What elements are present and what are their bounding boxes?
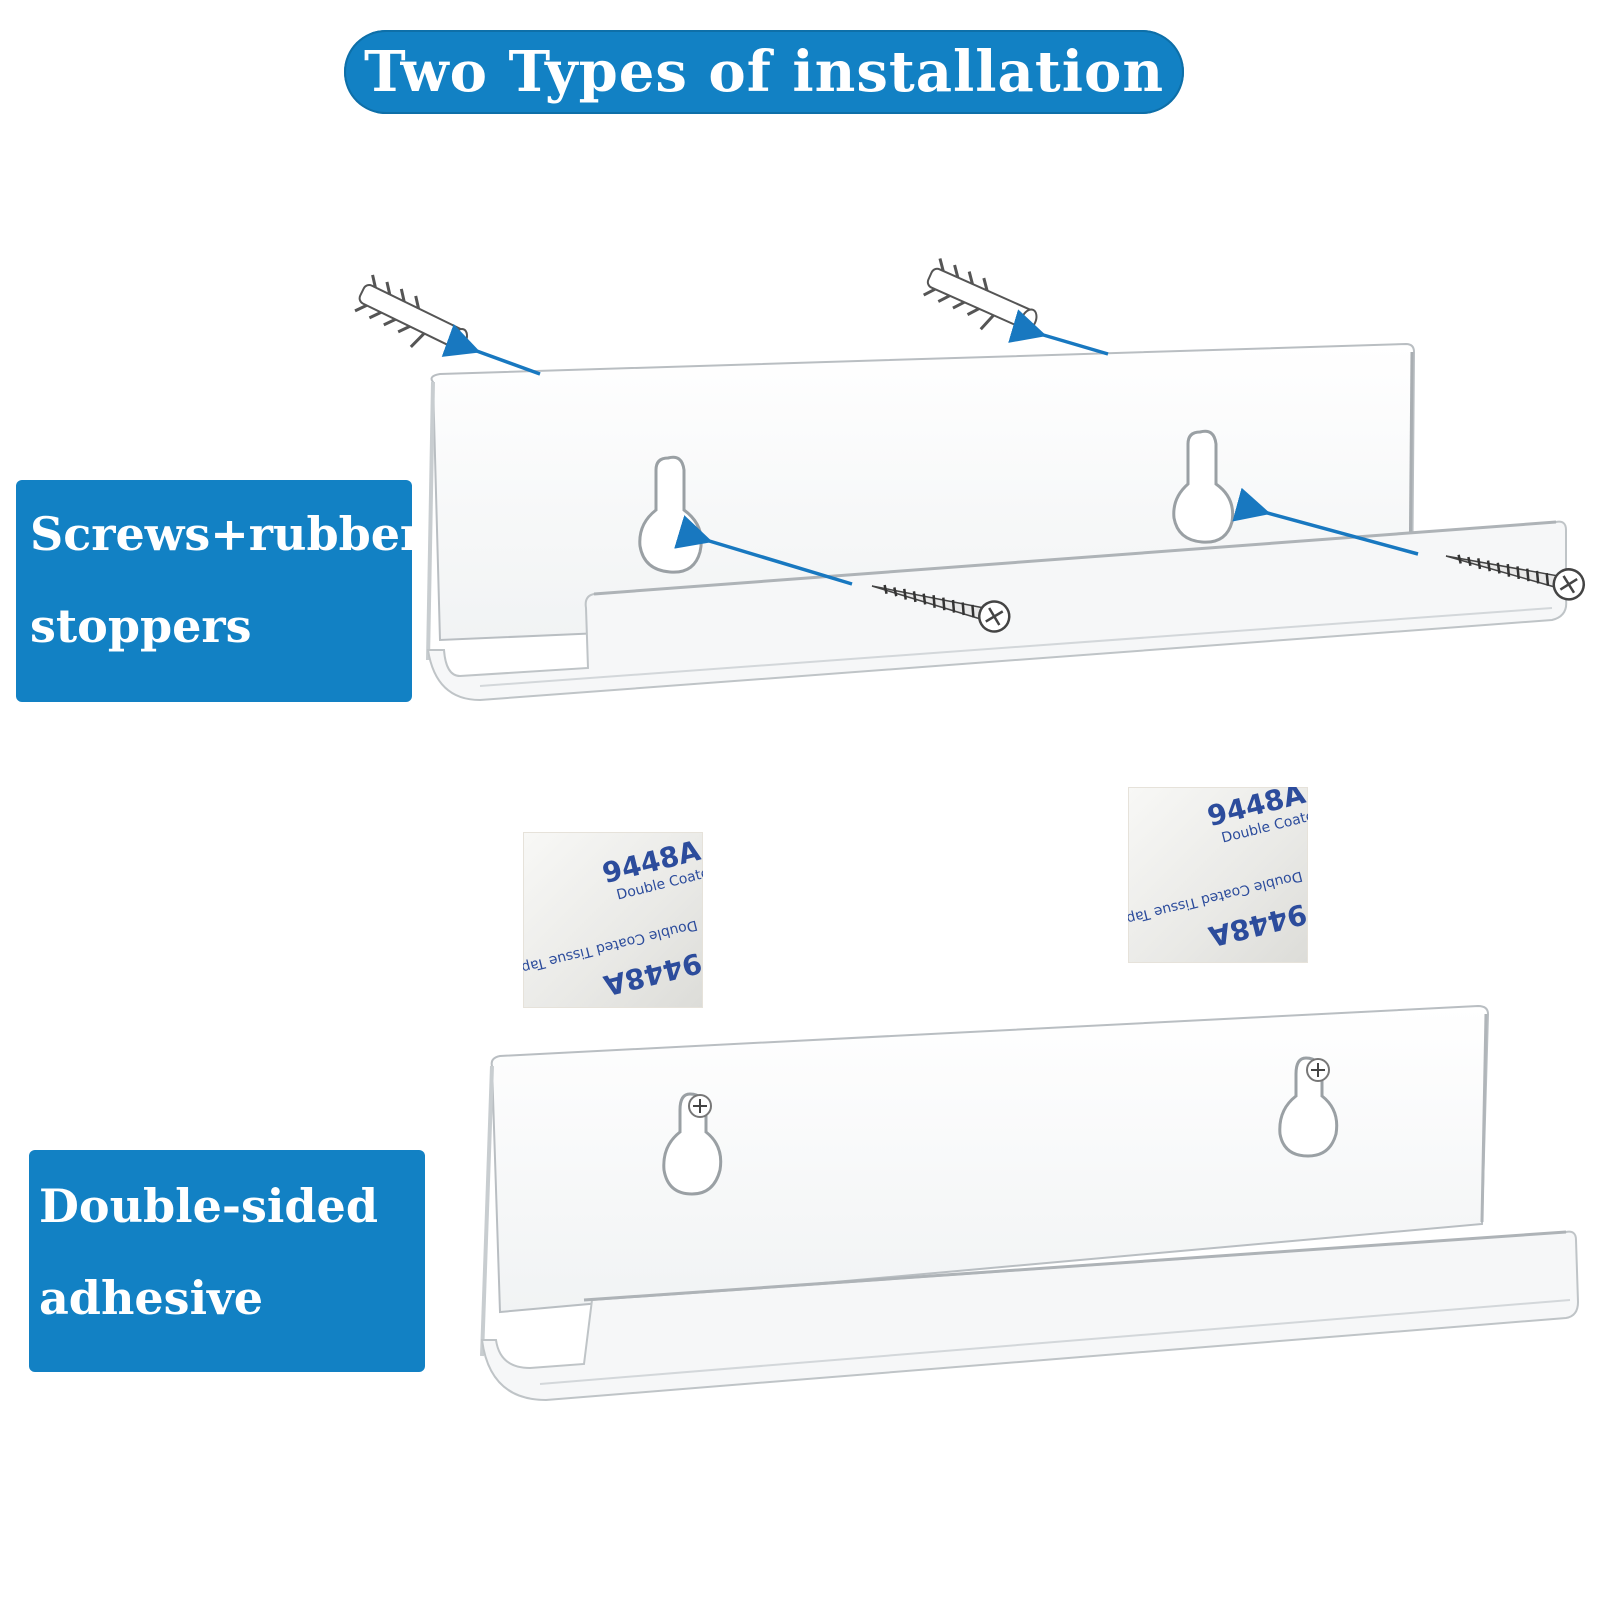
label-screws-line1: Screws+rubber: [30, 507, 412, 561]
wall-anchor-icon: [917, 256, 1045, 350]
keyhole-slot-icon: [1172, 429, 1235, 544]
arrow-icon: [674, 515, 853, 586]
label-adhesive-line1: Double-sided: [39, 1179, 378, 1233]
keyhole-slot-icon: [1278, 1056, 1339, 1158]
title-text: Two Types of installation: [363, 39, 1165, 105]
keyhole-slot-icon: [662, 1092, 723, 1196]
wall-anchor-icon: [348, 272, 476, 370]
label-double-sided-adhesive: Double-sided adhesive: [29, 1150, 425, 1372]
acrylic-shelf-screw-mount: [426, 342, 1568, 702]
arrow-icon: [1232, 487, 1419, 556]
title-banner: Two Types of installation: [344, 30, 1184, 114]
label-screws-line2: stoppers: [30, 599, 252, 653]
adhesive-tape-pad-right: 9448A Double Coate Double Coated Tissue …: [1128, 787, 1308, 963]
label-screws-rubber-stoppers: Screws+rubber stoppers: [16, 480, 412, 702]
acrylic-shelf-adhesive-mount: [480, 1004, 1580, 1402]
arrow-icon: [441, 323, 541, 376]
arrow-icon: [1008, 309, 1109, 356]
label-adhesive-line2: adhesive: [39, 1271, 264, 1325]
adhesive-tape-pad-left: 9448A Double Coate Double Coated Tissue …: [523, 832, 703, 1008]
